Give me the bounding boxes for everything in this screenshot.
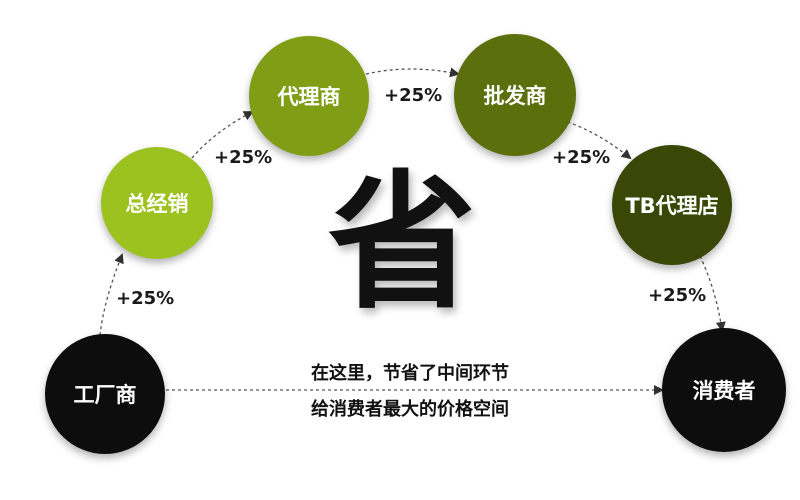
node-consumer-label: 消费者 xyxy=(692,379,756,403)
arrow-factory-to-general xyxy=(99,253,124,336)
node-general-distributor-label: 总经销 xyxy=(125,192,189,216)
markup-agent-to-wholesaler: +25% xyxy=(384,85,443,106)
node-general-distributor: 总经销 xyxy=(101,147,213,259)
node-tb-agent-store: TB代理店 xyxy=(612,145,732,265)
arrow-tb-to-consumer xyxy=(699,255,726,332)
node-agent-label: 代理商 xyxy=(277,85,341,109)
save-character: 省 xyxy=(328,157,476,329)
arrow-agent-to-wholesaler xyxy=(365,67,460,78)
caption-line-2: 给消费者最大的价格空间 xyxy=(311,399,509,420)
node-agent: 代理商 xyxy=(249,36,369,156)
markup-factory-to-general: +25% xyxy=(116,288,175,309)
node-factory: 工厂商 xyxy=(45,334,165,454)
caption-line-1: 在这里，节省了中间环节 xyxy=(311,363,509,384)
markup-tb-to-consumer: +25% xyxy=(648,285,707,306)
markup-general-to-agent: +25% xyxy=(214,147,273,168)
node-consumer: 消费者 xyxy=(662,328,786,452)
node-wholesaler-label: 批发商 xyxy=(483,84,547,108)
node-factory-label: 工厂商 xyxy=(73,383,137,407)
node-tb-agent-store-label: TB代理店 xyxy=(625,194,719,218)
markup-wholesaler-to-tb: +25% xyxy=(552,147,611,168)
node-wholesaler: 批发商 xyxy=(454,34,576,156)
arrow-general-to-agent xyxy=(191,111,254,159)
